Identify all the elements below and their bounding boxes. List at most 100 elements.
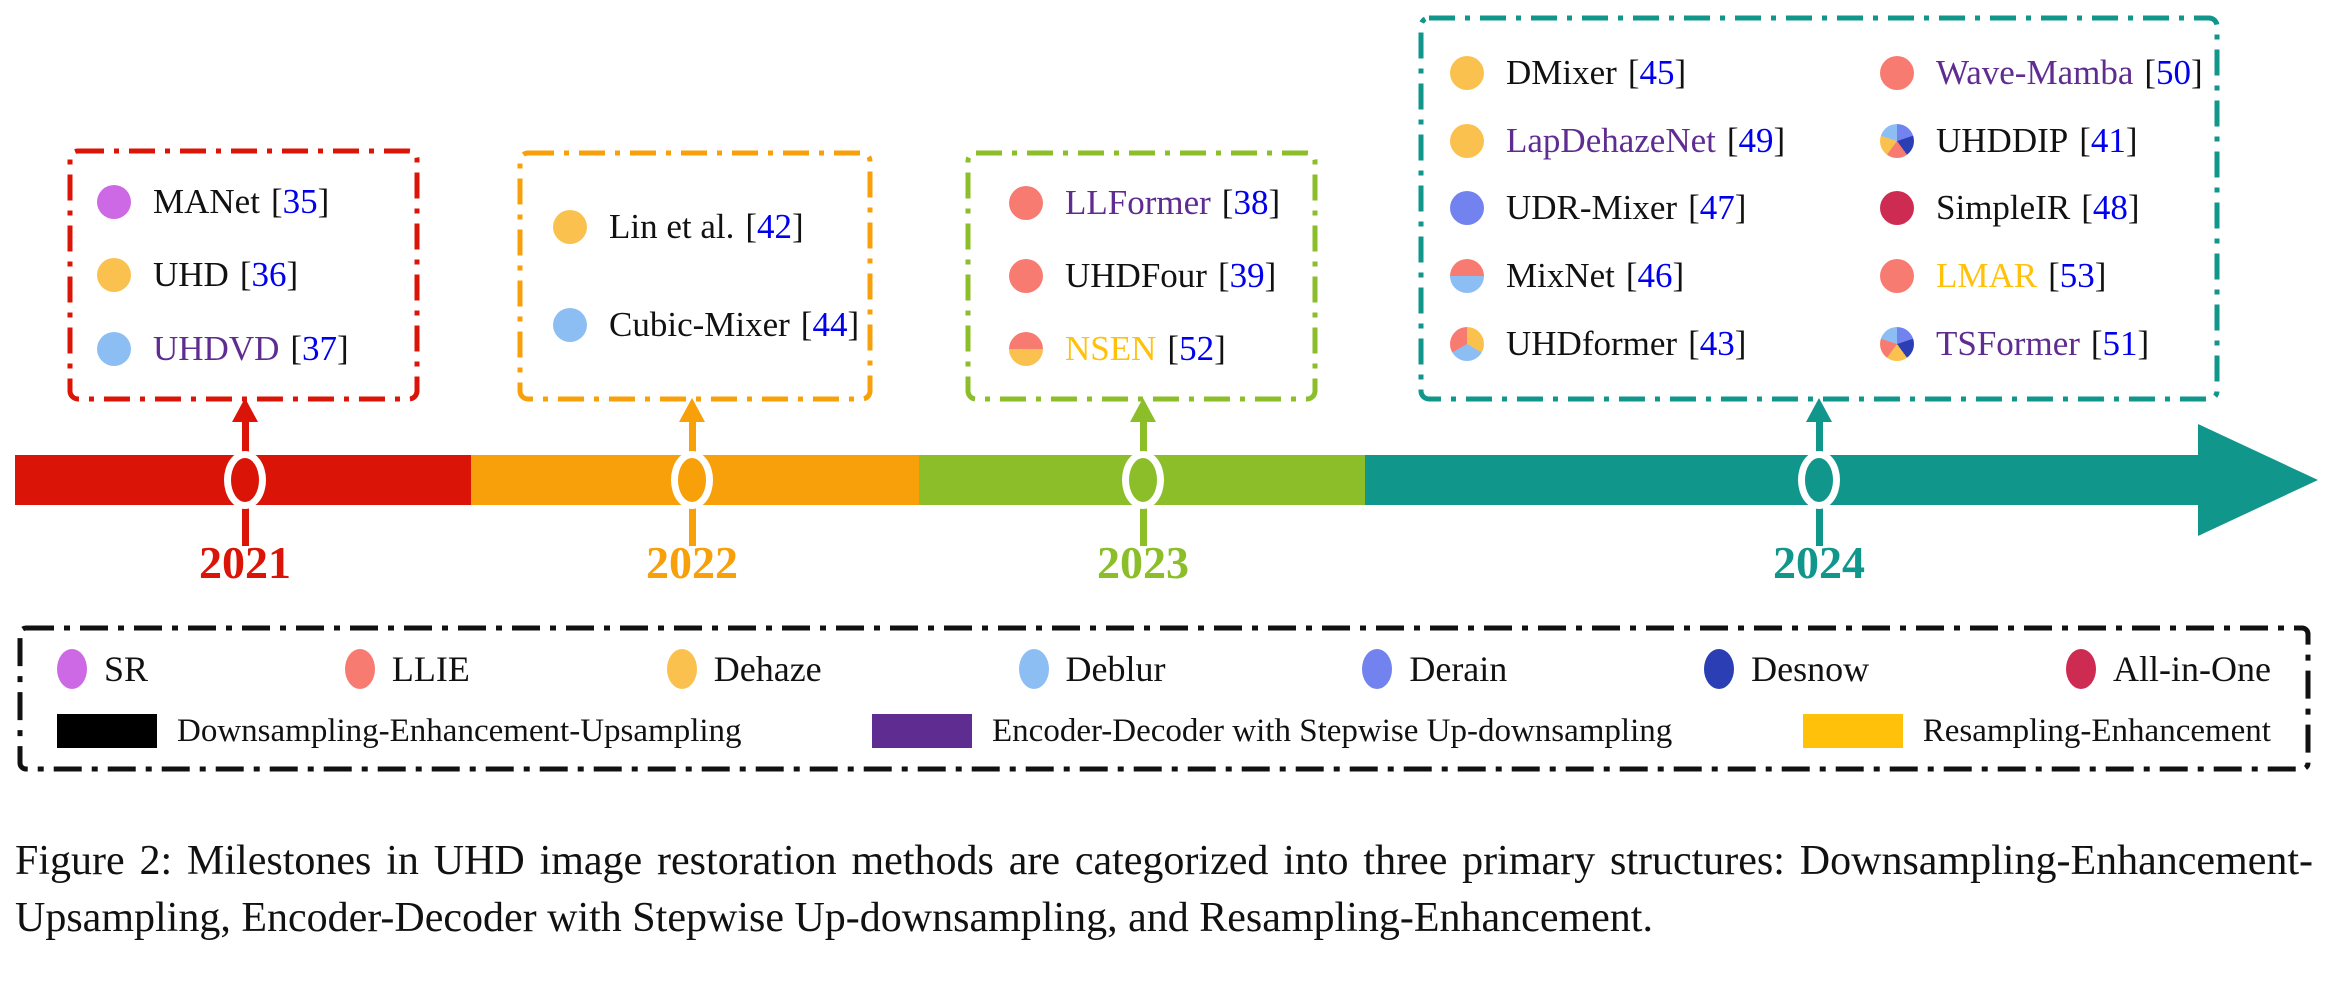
citation: [48]: [2081, 188, 2139, 228]
task-dot-llie-icon: [1009, 186, 1043, 220]
bracket-open: [: [800, 304, 813, 344]
bracket-open: [: [2048, 256, 2060, 296]
citation-number-link[interactable]: 49: [1738, 120, 1774, 160]
legend-item-dehaze: Dehaze: [666, 648, 822, 690]
year-box-2022: Lin et al. [42] Cubic-Mixer [44]: [517, 150, 873, 402]
method-uhd: UHD [36]: [97, 255, 420, 295]
citation-number-link[interactable]: 42: [757, 207, 793, 247]
method-name: Wave-Mamba: [1936, 52, 2134, 92]
legend-box: SR LLIE Dehaze Deblur Derain Desnow: [17, 625, 2311, 772]
method-llformer: LLFormer [38]: [1009, 183, 1318, 223]
citation: [52]: [1167, 329, 1225, 369]
method-mixnet: MixNet [46]: [1450, 256, 1850, 296]
up-arrow-icon-2021: [232, 398, 258, 422]
citation-number-link[interactable]: 51: [2102, 324, 2138, 364]
up-arrow-icon-2023: [1130, 398, 1156, 422]
bracket-close: ]: [2094, 256, 2107, 296]
bracket-open: [: [2090, 324, 2103, 364]
task-dot-llie-dehaze-icon: [1009, 332, 1043, 366]
legend-dashed-border: [17, 625, 2311, 772]
citation-number-link[interactable]: 45: [1639, 52, 1675, 92]
bracket-open: [: [239, 255, 252, 294]
method-simpleir: SimpleIR [48]: [1880, 188, 2210, 228]
citation-number-link[interactable]: 53: [2059, 256, 2095, 296]
citation-number-link[interactable]: 41: [2090, 120, 2126, 160]
bracket-open: [: [1627, 52, 1640, 92]
citation-number-link[interactable]: 43: [1699, 324, 1735, 364]
method-name: LMAR: [1936, 256, 2038, 296]
sr-dot-icon: [57, 649, 87, 689]
bracket-open: [: [2079, 120, 2091, 160]
method-manet: MANet [35]: [97, 182, 420, 222]
citation-number-link[interactable]: 48: [2092, 188, 2128, 228]
citation-number-link[interactable]: 47: [1699, 188, 1735, 228]
citation-number-link[interactable]: 37: [302, 328, 338, 368]
task-dot-llie-icon: [1880, 55, 1914, 90]
citation: [36]: [240, 255, 298, 295]
citation-number-link[interactable]: 36: [251, 255, 287, 294]
task-dot-all-in-one-icon: [1880, 191, 1914, 226]
legend-label: Downsampling-Enhancement-Upsampling: [177, 712, 742, 749]
marker-ring-2021: [224, 451, 266, 509]
year-label-2021: 2021: [199, 537, 291, 588]
citation-number-link[interactable]: 39: [1229, 256, 1265, 295]
year-box-2021: MANet [35] UHD [36] UHDVD [37]: [67, 148, 420, 402]
bracket-close: ]: [1734, 324, 1747, 364]
deblur-dot-icon: [1018, 649, 1049, 689]
desnow-dot-icon: [1704, 649, 1735, 689]
legend-item-encoder-decoder-stepwise: Encoder-Decoder with Stepwise Up-downsam…: [872, 713, 1672, 750]
citation-number-link[interactable]: 50: [2156, 52, 2192, 92]
bracket-open: [: [1217, 256, 1230, 295]
method-list-2024-left: DMixer [45] LapDehazeNet [49] UDR-Mixer …: [1450, 25, 1850, 392]
year-label-2024: 2024: [1773, 537, 1865, 588]
citation: [35]: [271, 182, 329, 222]
bracket-open: [: [1688, 324, 1700, 364]
citation: [37]: [290, 329, 348, 369]
legend-label: All-in-One: [2113, 649, 2271, 689]
purple-square-icon: [872, 714, 973, 748]
method-wave-mamba: Wave-Mamba [50]: [1880, 53, 2210, 93]
bracket-open: [: [745, 207, 758, 247]
task-dot-llie-icon: [1880, 259, 1914, 294]
legend-item-llie: LLIE: [344, 648, 470, 690]
bracket-open: [: [2144, 52, 2157, 92]
year-box-2023: LLFormer [38] UHDFour [39] NSEN [52]: [965, 150, 1318, 402]
citation-number-link[interactable]: 44: [812, 304, 848, 344]
task-dot-llie-deblur-icon: [1450, 259, 1484, 294]
method-uhddip: UHDDIP [41]: [1880, 121, 2210, 161]
citation-number-link[interactable]: 35: [282, 181, 318, 221]
citation-number-link[interactable]: 46: [1637, 256, 1673, 296]
bracket-close: ]: [1773, 120, 1786, 160]
bracket-close: ]: [317, 181, 330, 221]
marker-ring-2024: [1798, 451, 1840, 509]
dashed-border-2022: [517, 150, 873, 402]
method-name: TSFormer: [1936, 324, 2080, 364]
legend-item-all-in-one: All-in-One: [2066, 648, 2271, 690]
bracket-close: ]: [2127, 188, 2140, 228]
task-dot-multi5-icon: [1880, 123, 1914, 158]
citation: [43]: [1688, 324, 1746, 364]
method-name: UHDFour: [1065, 256, 1207, 295]
citation-number-link[interactable]: 52: [1179, 329, 1215, 368]
llie-dot-icon: [344, 649, 375, 689]
bracket-close: ]: [1214, 329, 1226, 368]
bracket-close: ]: [2137, 324, 2150, 364]
legend-label: SR: [104, 649, 149, 689]
method-name: UDR-Mixer: [1506, 188, 1678, 228]
method-cubic-mixer: Cubic-Mixer [44]: [553, 305, 873, 345]
citation: [46]: [1626, 256, 1684, 296]
citation-number-link[interactable]: 38: [1233, 183, 1269, 222]
method-list-2024-right: Wave-Mamba [50] UHDDIP [41] SimpleIR [48…: [1880, 25, 2210, 392]
year-label-2022: 2022: [646, 537, 738, 588]
citation: [49]: [1727, 121, 1785, 161]
method-name: DMixer: [1506, 52, 1617, 92]
year-label-2023: 2023: [1097, 537, 1189, 588]
timeline-arrowhead-icon: [2198, 424, 2318, 536]
dashed-border-2024: [1418, 15, 2220, 402]
method-name: UHD: [153, 255, 229, 294]
method-name: LapDehazeNet: [1506, 120, 1716, 160]
task-dot-dehaze-icon: [1450, 55, 1484, 90]
bracket-close: ]: [2191, 52, 2203, 92]
all-in-one-dot-icon: [2066, 649, 2096, 689]
bracket-open: [: [1688, 188, 1700, 228]
